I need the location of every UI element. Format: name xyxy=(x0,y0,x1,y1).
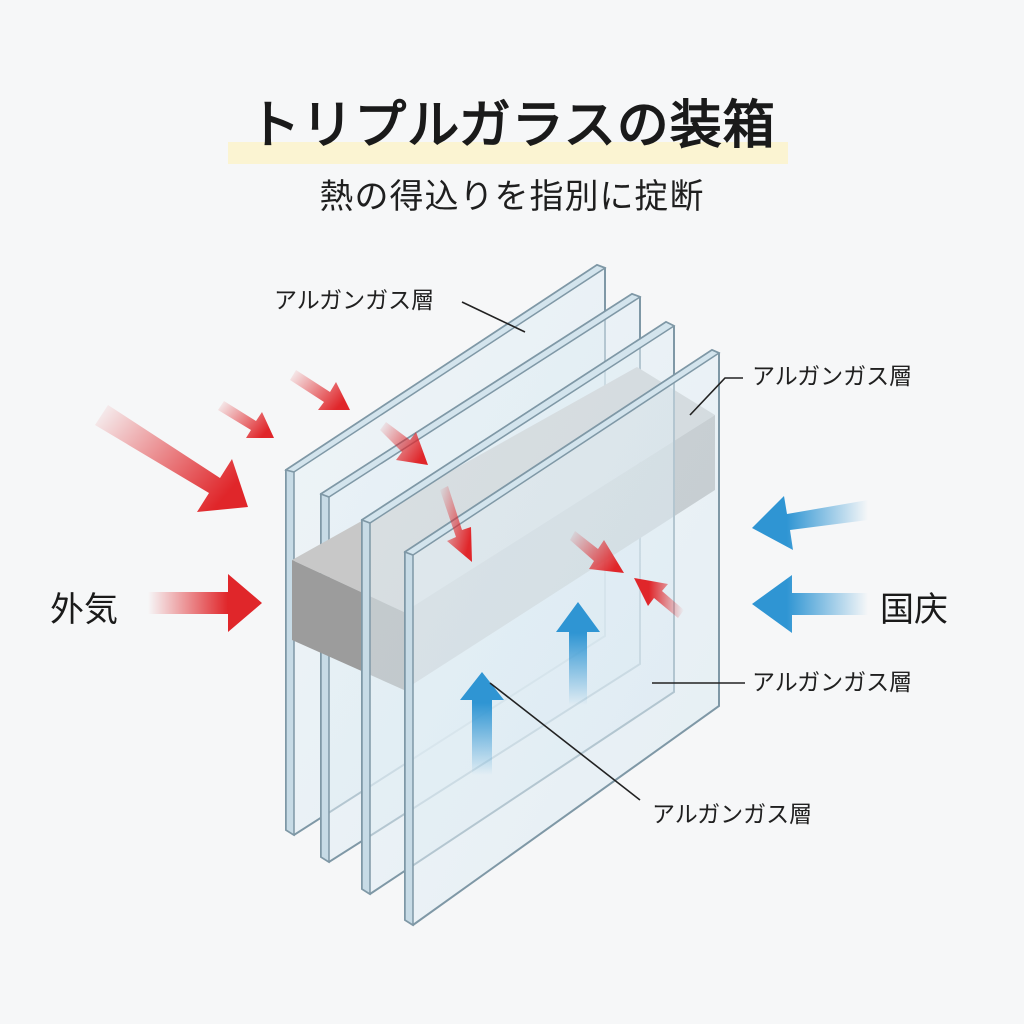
heat-arrow-outside xyxy=(148,574,262,632)
heat-arrow-inner-1 xyxy=(380,422,428,465)
cool-arrow-inside-top xyxy=(752,496,868,550)
callout-argon-layer-2: アルガンガス層 xyxy=(752,364,913,390)
callout-argon-layer-1: アルガンガス層 xyxy=(274,288,435,314)
heat-arrow-inner-2 xyxy=(440,486,472,562)
label-inside: 国庆 xyxy=(880,590,948,630)
page-title: トリプルガラスの装箱 xyxy=(248,96,776,156)
title-highlight xyxy=(228,142,788,164)
callout-argon-layer-3: アルガンガス層 xyxy=(752,670,913,696)
glass-pane-4 xyxy=(403,348,721,927)
callout-leaders xyxy=(461,301,745,801)
heat-arrow-small-1 xyxy=(218,401,274,438)
cool-arrow-inside xyxy=(752,575,868,633)
callout-argon-layer-4: アルガンガス層 xyxy=(652,802,813,828)
heat-arrow-large xyxy=(95,405,248,512)
label-outside: 外気 xyxy=(50,590,118,630)
cool-arrow-up-1 xyxy=(460,672,504,775)
heat-arrow-inner-4 xyxy=(634,578,684,618)
cool-arrow-up-2 xyxy=(556,602,600,705)
heat-arrow-small-2 xyxy=(290,370,350,410)
page-subtitle: 熱の得込りを指別に掟断 xyxy=(319,177,705,217)
title-block: トリプルガラスの装箱 xyxy=(0,86,1024,166)
heat-arrow-inner-3 xyxy=(570,531,624,573)
